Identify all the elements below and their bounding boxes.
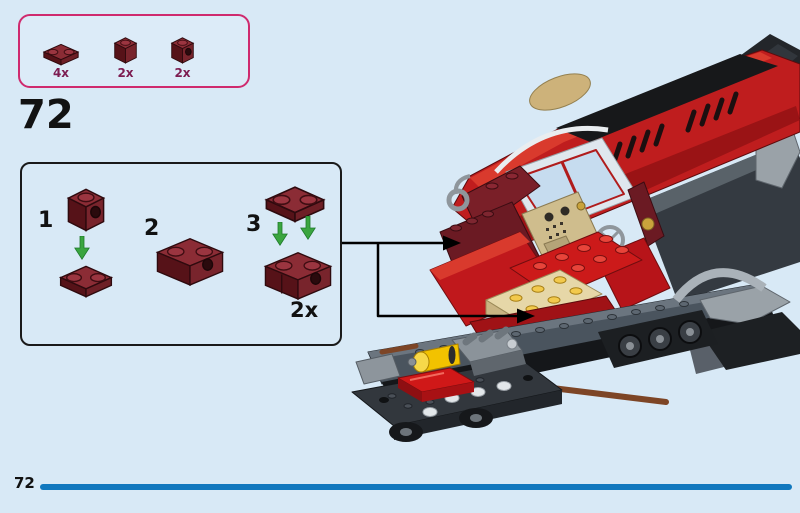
part-count: 4x	[52, 66, 70, 80]
model-fenders	[429, 231, 671, 327]
substep2-assembly-icon	[155, 238, 225, 286]
substep-label-1: 1	[38, 208, 54, 233]
substep1-plate-icon	[58, 265, 114, 298]
step-number: 72	[18, 92, 74, 138]
part-count: 2x	[117, 66, 134, 80]
subassembly-box: 1 2 3	[20, 162, 342, 346]
parts-callout: 4x 2x 2x	[18, 14, 250, 88]
model-red-plate	[397, 367, 475, 402]
substep3-plate-icon	[264, 186, 326, 223]
model-roof-detail	[494, 73, 609, 174]
model-rear-wing	[640, 133, 800, 302]
model-cream-plate	[469, 269, 619, 343]
part-item-brick-1x1: 2x	[112, 23, 139, 79]
footer-page-number: 72	[14, 474, 35, 492]
green-arrow-icon	[272, 222, 288, 246]
model-treads	[598, 310, 718, 368]
brick-1x1-icon	[113, 37, 138, 64]
part-count: 2x	[174, 66, 191, 80]
substep-label-2: 2	[144, 216, 160, 241]
substep-label-3: 3	[246, 212, 262, 237]
part-item-plate-1x2: 4x	[40, 23, 82, 79]
subassembly-repeat-count: 2x	[290, 298, 319, 322]
substep1-brick-icon	[66, 188, 106, 232]
footer-progress-bar	[40, 484, 792, 490]
model-engine	[407, 326, 526, 376]
model-tow-ring	[446, 174, 471, 212]
green-arrow-icon	[300, 216, 316, 240]
plate-1x2-icon	[42, 43, 80, 66]
part-item-brick-1x1-side-stud: 2x	[169, 23, 196, 79]
callout-arrows	[342, 235, 535, 324]
green-arrow-icon	[74, 236, 90, 260]
substep3-assembly-icon	[263, 252, 333, 300]
brick-1x1-side-stud-icon	[170, 37, 195, 64]
